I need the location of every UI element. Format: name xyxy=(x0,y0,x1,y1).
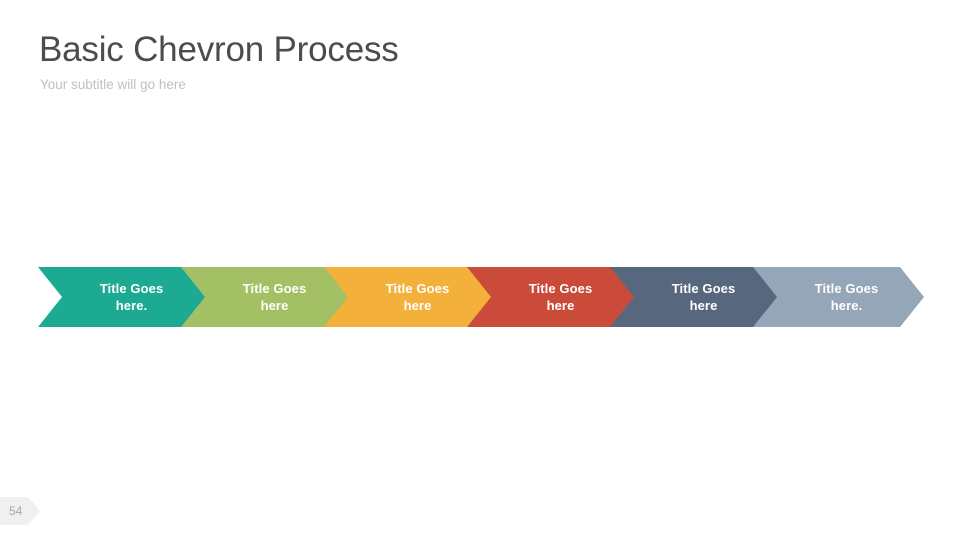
page-subtitle: Your subtitle will go here xyxy=(40,77,186,92)
chevron-step-3-label: Title Goes here xyxy=(385,281,450,313)
chevron-step-1-label: Title Goes here. xyxy=(99,281,164,313)
page-title: Basic Chevron Process xyxy=(39,30,399,69)
slide-header: Basic Chevron Process Your subtitle will… xyxy=(39,28,919,94)
chevron-step-2-label: Title Goes here xyxy=(242,281,307,313)
page-number: 54 xyxy=(9,504,23,518)
chevron-step-4-label: Title Goes here xyxy=(528,281,593,313)
chevron-step-5[interactable]: Title Goes here xyxy=(610,267,781,327)
chevron-step-2[interactable]: Title Goes here xyxy=(181,267,352,327)
chevron-process-diagram: Title Goes here. Title Goes here Title G… xyxy=(38,267,924,327)
chevron-step-3[interactable]: Title Goes here xyxy=(324,267,495,327)
chevron-step-1[interactable]: Title Goes here. xyxy=(38,267,209,327)
chevron-step-5-label: Title Goes here xyxy=(671,281,736,313)
chevron-step-6-label: Title Goes here. xyxy=(814,281,879,313)
page-number-tag: 54 xyxy=(0,497,40,525)
chevron-step-4[interactable]: Title Goes here xyxy=(467,267,638,327)
chevron-step-6[interactable]: Title Goes here. xyxy=(753,267,924,327)
